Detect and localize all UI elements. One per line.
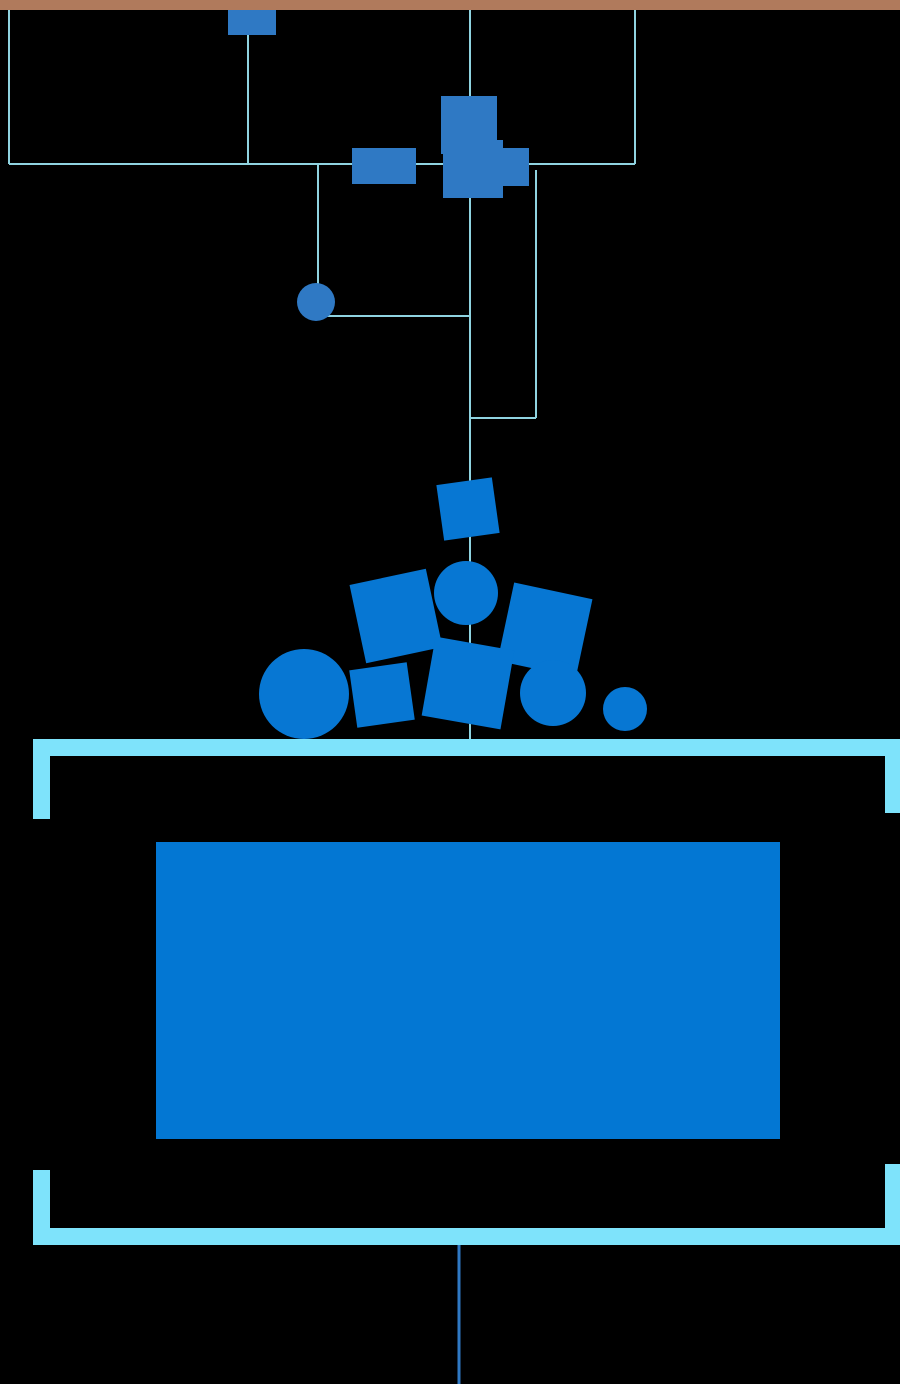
target-block[interactable] <box>156 842 780 1139</box>
frame-top-bar <box>33 739 900 756</box>
frame-bottom-right-post <box>885 1164 900 1245</box>
square-piece-small-left[interactable] <box>349 662 415 728</box>
piece-pile[interactable] <box>259 477 647 739</box>
frame-bottom-left-post <box>33 1170 50 1245</box>
frame-top-left-post <box>33 739 50 819</box>
square-piece-lower-center[interactable] <box>421 636 515 730</box>
fixed-circle-node[interactable] <box>297 283 335 321</box>
top-border-bar <box>0 0 900 10</box>
circle-piece-center[interactable] <box>434 561 498 625</box>
container-frame <box>33 739 900 1245</box>
circle-piece-medium[interactable] <box>520 660 586 726</box>
frame-top-right-post <box>885 739 900 813</box>
fixed-block-top-left[interactable] <box>228 10 276 35</box>
square-piece-upper-left[interactable] <box>349 568 443 664</box>
frame-bottom-bar <box>33 1228 900 1245</box>
circle-piece-large[interactable] <box>259 649 349 739</box>
square-piece-upper-right[interactable] <box>497 582 593 678</box>
fixed-components <box>228 10 529 321</box>
fixed-block-center-lower[interactable] <box>443 140 503 198</box>
fixed-block-middle[interactable] <box>352 148 416 184</box>
circle-piece-small[interactable] <box>603 687 647 731</box>
square-piece-falling[interactable] <box>436 477 500 541</box>
fixed-block-center-side[interactable] <box>495 148 529 186</box>
